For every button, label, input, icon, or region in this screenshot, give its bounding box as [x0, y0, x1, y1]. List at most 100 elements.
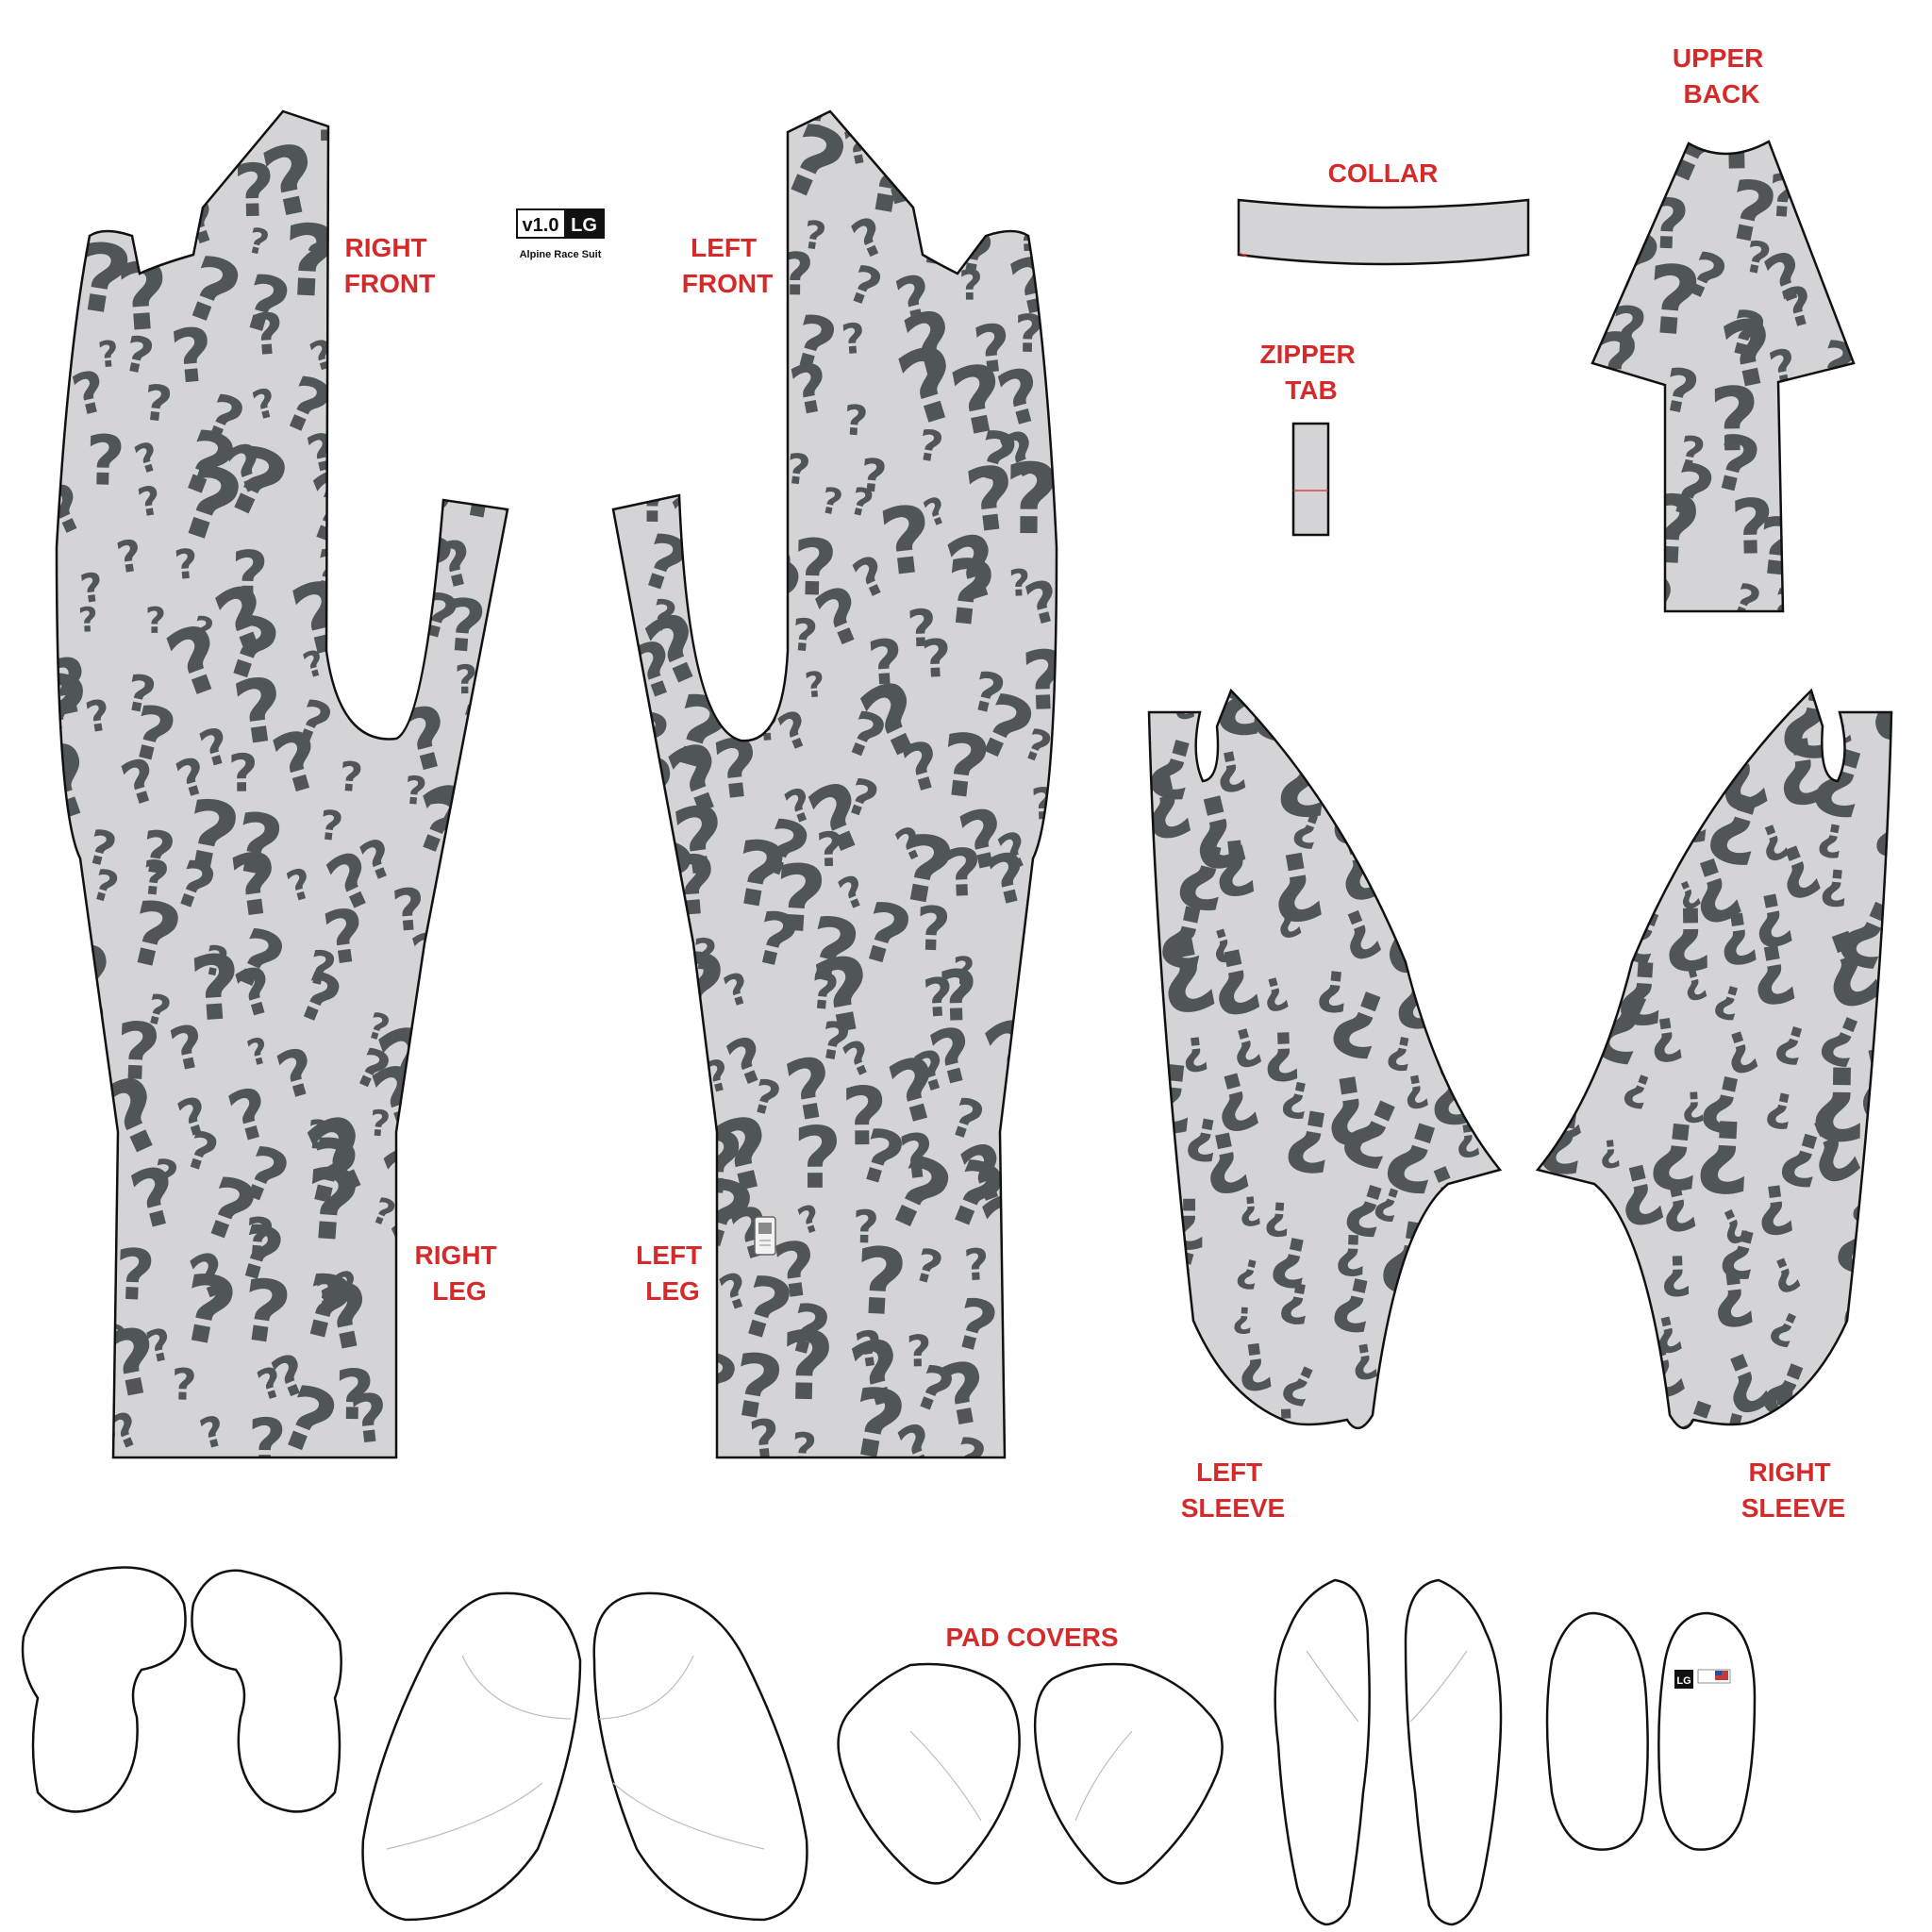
version-badge: v1.0 LG Alpine Race Suit [516, 208, 605, 260]
question-mark-glyph: ? [62, 1081, 97, 1140]
question-mark-glyph: ? [150, 75, 211, 158]
question-mark-glyph: ? [1838, 524, 1872, 591]
question-mark-glyph: ? [886, 102, 929, 177]
question-mark-glyph: ? [874, 485, 939, 596]
question-mark-glyph: ¿ [1481, 673, 1525, 729]
question-mark-glyph: ? [21, 941, 78, 1046]
question-mark-glyph: ? [1058, 28, 1141, 137]
question-mark-glyph: ¿ [1129, 1333, 1152, 1374]
question-mark-glyph: ¿ [1514, 1213, 1574, 1297]
question-mark-glyph: ¿ [1452, 1277, 1487, 1328]
question-mark-glyph: ? [858, 449, 889, 504]
question-mark-glyph: ? [458, 942, 508, 1024]
question-mark-glyph: ¿ [1084, 601, 1149, 689]
question-mark-glyph: ? [486, 787, 561, 898]
question-mark-glyph: ¿ [1490, 1293, 1558, 1407]
question-mark-glyph: ¿ [1418, 570, 1479, 676]
question-mark-glyph: ? [1565, 524, 1605, 580]
label-zipper-tab: ZIPPER TAB [1260, 340, 1363, 405]
pad-cover-hip-left [361, 1591, 582, 1922]
question-mark-glyph: ? [390, 413, 458, 504]
label-collar: COLLAR [1328, 158, 1439, 188]
question-mark-glyph: ? [1071, 1232, 1131, 1323]
question-mark-glyph: ? [1824, 251, 1857, 303]
left-sleeve-panel: ¿¿¿¿¿¿¿¿¿¿¿¿¿¿¿¿¿¿¿¿¿¿¿¿¿¿¿¿¿¿¿¿¿¿¿¿¿¿¿¿… [1084, 570, 1558, 1429]
question-mark-glyph: ? [889, 42, 922, 94]
question-mark-glyph: ? [867, 67, 893, 111]
pad-tag-icon: LG [1674, 1669, 1731, 1689]
question-mark-glyph: ? [790, 609, 820, 663]
question-mark-glyph: ? [470, 1048, 505, 1096]
question-mark-glyph: ? [554, 515, 613, 594]
zipper-tab-panel [1291, 422, 1330, 537]
question-mark-glyph: ¿ [1480, 691, 1540, 789]
question-mark-glyph: ? [1644, 475, 1704, 587]
question-mark-glyph: ¿ [1407, 648, 1474, 745]
question-mark-glyph: ? [1810, 425, 1854, 506]
question-mark-glyph: ¿ [1493, 761, 1537, 837]
question-mark-glyph: ? [554, 408, 600, 479]
question-mark-glyph: ? [390, 876, 428, 946]
question-mark-glyph: ? [770, 844, 829, 954]
question-mark-glyph: ? [24, 438, 53, 490]
label-left-front: LEFT FRONT [682, 233, 773, 298]
question-mark-glyph: ? [1558, 103, 1588, 151]
question-mark-glyph: ? [175, 11, 230, 96]
question-mark-glyph: ? [555, 1130, 619, 1248]
question-mark-glyph: ? [453, 215, 477, 258]
question-mark-glyph: ¿ [1818, 850, 1852, 910]
question-mark-glyph: ? [585, 810, 630, 884]
question-mark-glyph: ? [381, 19, 443, 117]
question-mark-glyph: ¿ [1439, 849, 1488, 928]
badge-version: v1.0 [523, 215, 559, 236]
question-mark-glyph: ? [920, 628, 953, 690]
label-pad-covers: PAD COVERS [945, 1623, 1118, 1652]
question-mark-glyph: ? [841, 396, 869, 446]
question-mark-glyph: ¿ [1755, 1357, 1807, 1458]
question-mark-glyph: ¿ [1211, 634, 1275, 742]
question-mark-glyph: ¿ [1532, 818, 1590, 912]
badge-size: LG [571, 215, 597, 236]
question-mark-glyph: ? [1600, 375, 1669, 468]
question-mark-glyph: ? [1075, 670, 1115, 725]
question-mark-glyph: ? [815, 823, 844, 878]
question-mark-glyph: ? [644, 319, 690, 376]
question-mark-glyph: ? [346, 1378, 393, 1459]
question-mark-glyph: ? [618, 982, 654, 1033]
question-mark-glyph: ? [544, 455, 605, 540]
question-mark-glyph: ¿ [1493, 792, 1528, 862]
question-mark-glyph: ? [1081, 1036, 1108, 1079]
question-mark-glyph: ? [563, 625, 614, 725]
question-mark-glyph: ? [11, 885, 63, 974]
question-mark-glyph: ? [264, 0, 360, 108]
question-mark-glyph: ? [348, 302, 384, 372]
question-mark-glyph: ¿ [1808, 1029, 1868, 1146]
question-mark-glyph: ? [865, 627, 905, 700]
question-mark-glyph: ? [728, 318, 761, 373]
question-mark-glyph: ¿ [1832, 572, 1890, 688]
question-mark-glyph: ? [402, 767, 428, 814]
question-mark-glyph: ¿ [1859, 1251, 1925, 1341]
question-mark-glyph: ¿ [1091, 836, 1144, 912]
question-mark-glyph: ? [1069, 597, 1107, 666]
question-mark-glyph: ¿ [1376, 851, 1404, 896]
pad-cover-shoulder-right [191, 1569, 342, 1813]
pad-cover-knee-left [1545, 1611, 1649, 1851]
upper-back-panel: ????????????????????????????????????????… [1558, 103, 1872, 613]
question-mark-glyph: ? [1826, 148, 1859, 194]
question-mark-glyph: ? [581, 1064, 639, 1161]
question-mark-glyph: ? [498, 995, 567, 1112]
question-mark-glyph: ? [808, 963, 841, 1023]
question-mark-glyph: ? [32, 1272, 94, 1357]
question-mark-glyph: ¿ [1483, 996, 1543, 1075]
question-mark-glyph: ¿ [1705, 1241, 1757, 1333]
question-mark-glyph: ¿ [1692, 1082, 1756, 1200]
question-mark-glyph: ? [1069, 715, 1127, 808]
question-mark-glyph: ? [935, 715, 995, 819]
pad-cover-hip-right [592, 1591, 808, 1922]
question-mark-glyph: ¿ [1105, 960, 1165, 1062]
question-mark-glyph: ? [1079, 243, 1116, 312]
question-mark-glyph: ? [1073, 1406, 1121, 1485]
question-mark-glyph: ¿ [1597, 1287, 1651, 1365]
question-mark-glyph: ? [324, 493, 393, 601]
